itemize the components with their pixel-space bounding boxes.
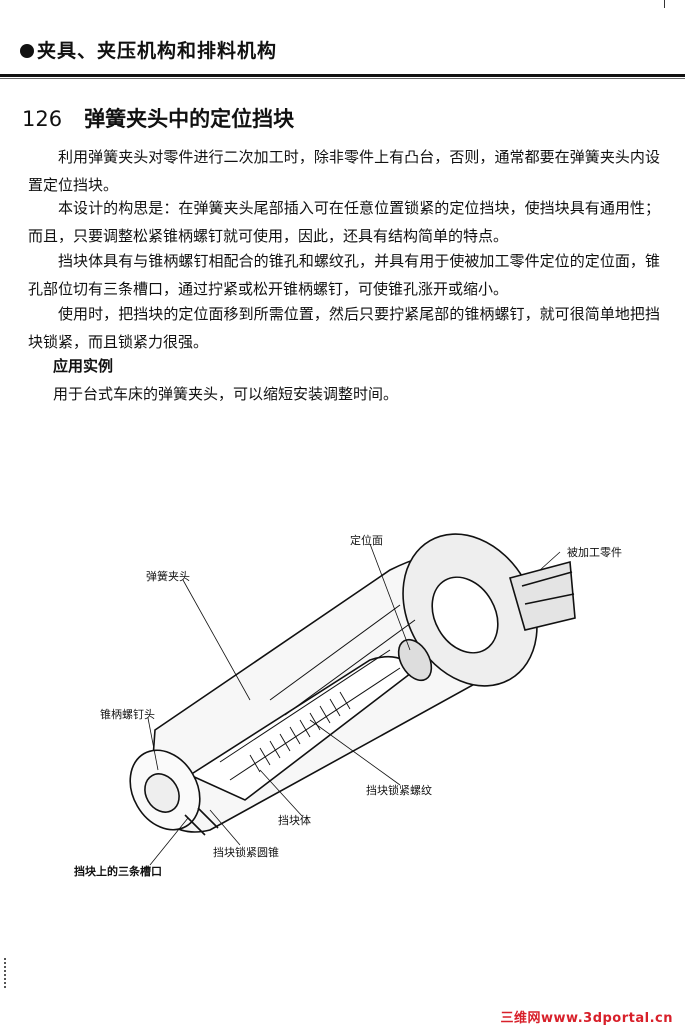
paragraph-2: 本设计的构思是：在弹簧夹头尾部插入可在任意位置锁紧的定位挡块，使挡块具有通用性；… [28, 199, 660, 245]
paragraph-3: 挡块体具有与锥柄螺钉相配合的锥孔和螺纹孔，并具有用于使被加工零件定位的定位面，锥… [28, 252, 660, 298]
application-heading: 应用实例 [53, 357, 114, 375]
label-workpiece: 被加工零件 [567, 546, 622, 559]
label-positioning-surface: 定位面 [350, 534, 383, 547]
label-screw-head: 锥柄螺钉头 [100, 708, 155, 721]
paragraph-1: 利用弹簧夹头对零件进行二次加工时，除非零件上有凸台，否则，通常都要在弹簧夹头内设… [28, 148, 660, 194]
section-number: 126 [22, 107, 63, 131]
header-rule [0, 74, 685, 77]
chapter-title: 夹具、夹压机构和排料机构 [20, 36, 277, 63]
label-lock-thread: 挡块锁紧螺纹 [366, 784, 432, 797]
label-stop-body: 挡块体 [278, 814, 311, 827]
page-header: 夹具、夹压机构和排料机构 [0, 0, 685, 80]
label-three-slots: 挡块上的三条槽口 [74, 865, 162, 878]
header-rule-thin [0, 78, 685, 79]
watermark: 三维网www.3dportal.cn [500, 1011, 673, 1026]
collet-stop-illustration: 定位面 被加工零件 弹簧夹头 锥柄螺钉头 挡块锁紧螺纹 挡块体 挡块锁紧圆锥 挡… [70, 500, 670, 900]
section-title: 弹簧夹头中的定位挡块 [84, 107, 295, 131]
bullet-icon [20, 44, 34, 58]
label-lock-cone: 挡块锁紧圆锥 [213, 846, 279, 859]
illustration-svg [129, 533, 576, 866]
paragraph-4: 使用时，把挡块的定位面移到所需位置，然后只要拧紧尾部的锥柄螺钉，就可很简单地把挡… [28, 305, 660, 351]
chapter-title-text: 夹具、夹压机构和排料机构 [37, 40, 278, 62]
margin-mark [664, 0, 665, 8]
application-text: 用于台式车床的弹簧夹头，可以缩短安装调整时间。 [53, 385, 399, 403]
scan-edge-marks [4, 958, 8, 988]
section-heading: 126 弹簧夹头中的定位挡块 [22, 103, 294, 133]
label-collet: 弹簧夹头 [146, 570, 190, 583]
